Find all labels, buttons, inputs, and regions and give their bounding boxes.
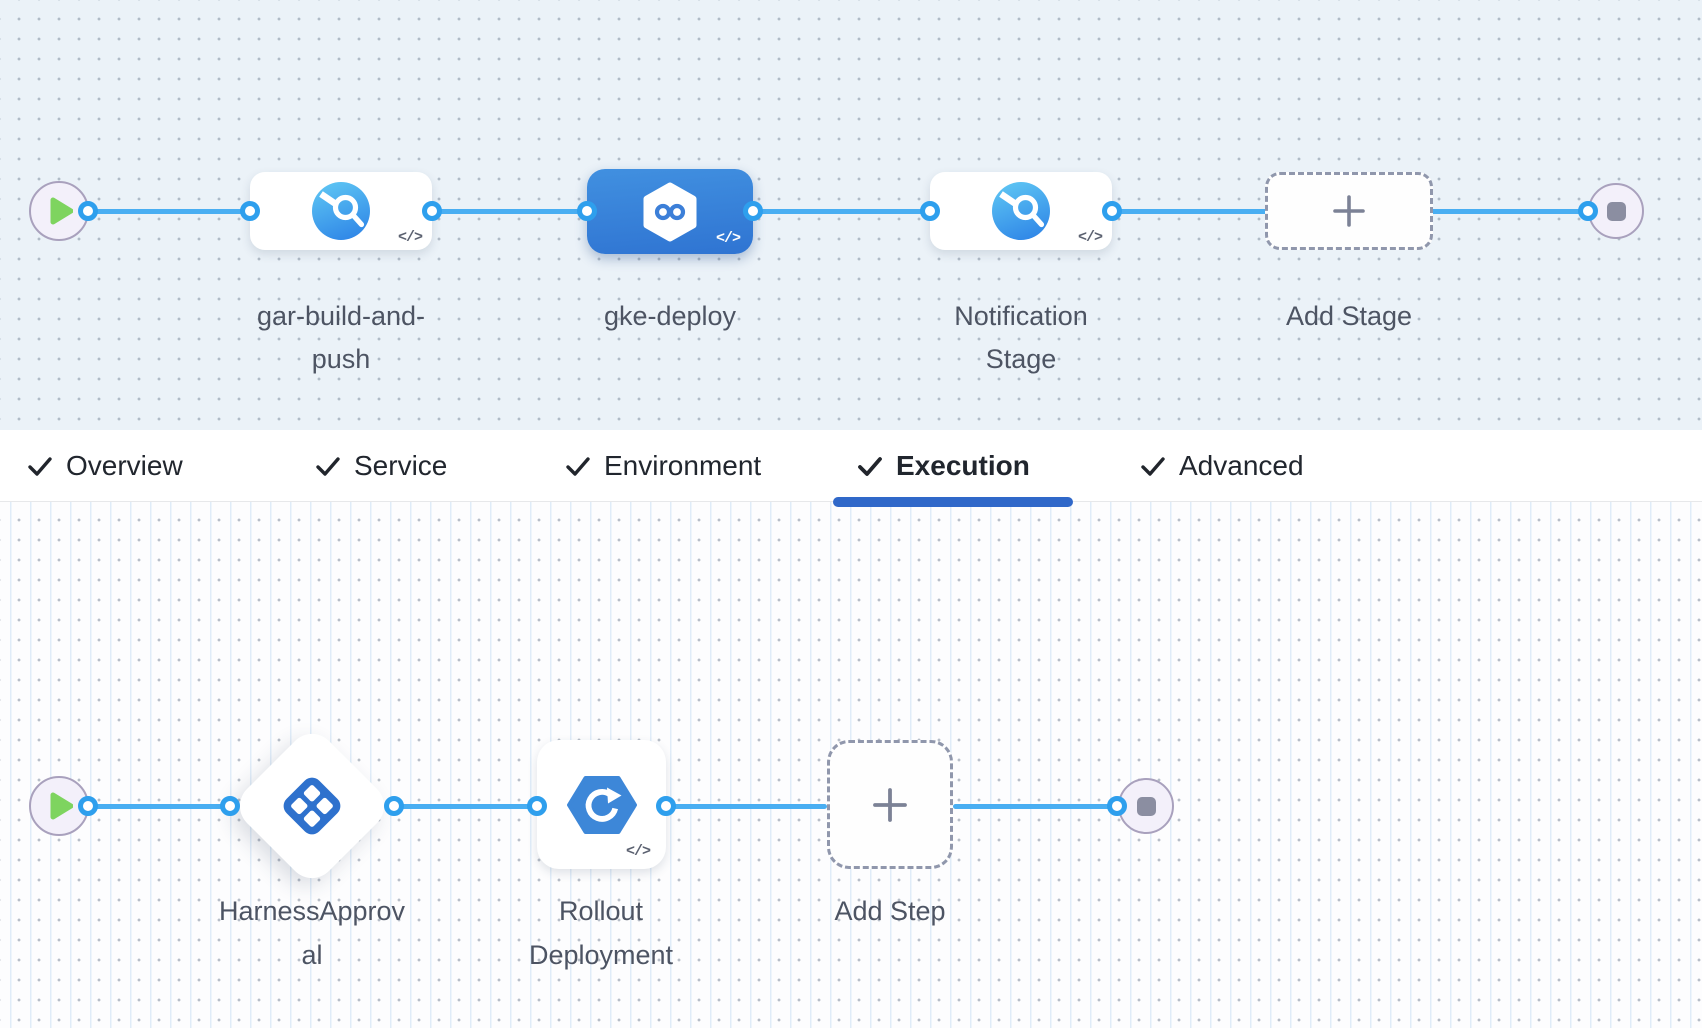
yaml-template-icon: </>: [715, 230, 741, 247]
connector-port[interactable]: [384, 796, 404, 816]
connector-port[interactable]: [920, 201, 940, 221]
stop-icon: [1136, 796, 1156, 816]
connector-port[interactable]: [78, 201, 98, 221]
play-icon: [45, 792, 73, 820]
yaml-template-icon: </>: [625, 843, 651, 860]
check-icon: [565, 453, 591, 479]
connector-port[interactable]: [577, 201, 597, 221]
tab-label: Environment: [604, 449, 762, 481]
cd-stage-icon: [640, 182, 700, 242]
step-connector: [88, 804, 230, 809]
approval-step-icon: [279, 773, 345, 839]
add-stage-label: Add Stage: [1285, 301, 1413, 331]
step-card-harness-approval[interactable]: [229, 723, 395, 889]
connector-port[interactable]: [743, 201, 763, 221]
add-step-label: Add Step: [834, 896, 946, 926]
stage-canvas[interactable]: </> </> </>: [0, 0, 1702, 430]
tab-advanced[interactable]: Advanced: [1140, 430, 1304, 501]
tab-label: Advanced: [1179, 449, 1304, 481]
check-icon: [857, 453, 883, 479]
tab-label: Overview: [66, 449, 183, 481]
connector-port[interactable]: [78, 796, 98, 816]
connector-port[interactable]: [527, 796, 547, 816]
connector-port[interactable]: [1107, 796, 1127, 816]
connector-port[interactable]: [240, 201, 260, 221]
ci-stage-icon: [992, 182, 1050, 240]
stage-card-gar-build-and-push[interactable]: </>: [250, 172, 432, 250]
stage-label-notification-stage: Notification Stage: [954, 301, 1088, 374]
stage-connector: [1430, 209, 1590, 214]
tab-label: Execution: [896, 449, 1030, 481]
stage-card-gke-deploy[interactable]: </>: [587, 169, 753, 254]
stage-connector: [432, 209, 587, 214]
rollout-deployment-icon: [566, 775, 638, 835]
connector-port[interactable]: [422, 201, 442, 221]
add-step-button[interactable]: [827, 740, 953, 869]
play-icon: [45, 197, 73, 225]
connector-port[interactable]: [656, 796, 676, 816]
step-connector: [953, 804, 1117, 809]
stage-connector: [1112, 209, 1268, 214]
step-connector: [666, 804, 827, 809]
tab-execution[interactable]: Execution: [857, 430, 1030, 501]
step-connector: [394, 804, 537, 809]
connector-port[interactable]: [220, 796, 240, 816]
plus-icon: [872, 787, 908, 823]
step-label-harness-approval: HarnessApprov al: [218, 896, 406, 970]
plus-icon: [1332, 194, 1366, 228]
step-label-rollout-deployment: Rollout Deployment: [528, 896, 674, 970]
stage-label-gke-deploy: gke-deploy: [603, 301, 737, 331]
check-icon: [1140, 453, 1166, 479]
check-icon: [27, 453, 53, 479]
execution-canvas[interactable]: </> HarnessApprov al Rollou: [0, 501, 1702, 1028]
connector-port[interactable]: [1578, 201, 1598, 221]
connector-port[interactable]: [1102, 201, 1122, 221]
execution-end-node: [1118, 778, 1174, 834]
tab-overview[interactable]: Overview: [27, 430, 183, 501]
add-stage-button[interactable]: [1265, 172, 1433, 250]
yaml-template-icon: </>: [1077, 229, 1103, 246]
active-tab-underline: [833, 497, 1073, 507]
stage-label-gar-build-and-push: gar-build-and- push: [256, 301, 426, 374]
step-card-rollout-deployment[interactable]: </>: [537, 740, 666, 869]
tab-environment[interactable]: Environment: [565, 430, 761, 501]
stage-connector: [88, 209, 250, 214]
tab-label: Service: [354, 449, 448, 481]
stage-card-notification-stage[interactable]: </>: [930, 172, 1112, 250]
ci-stage-icon: [312, 182, 370, 240]
stage-connector: [753, 209, 930, 214]
stage-config-tabbar: Overview Service Environment Execution A…: [0, 430, 1702, 507]
yaml-template-icon: </>: [397, 229, 423, 246]
check-icon: [315, 453, 341, 479]
tab-service[interactable]: Service: [315, 430, 447, 501]
stop-icon: [1606, 201, 1626, 221]
